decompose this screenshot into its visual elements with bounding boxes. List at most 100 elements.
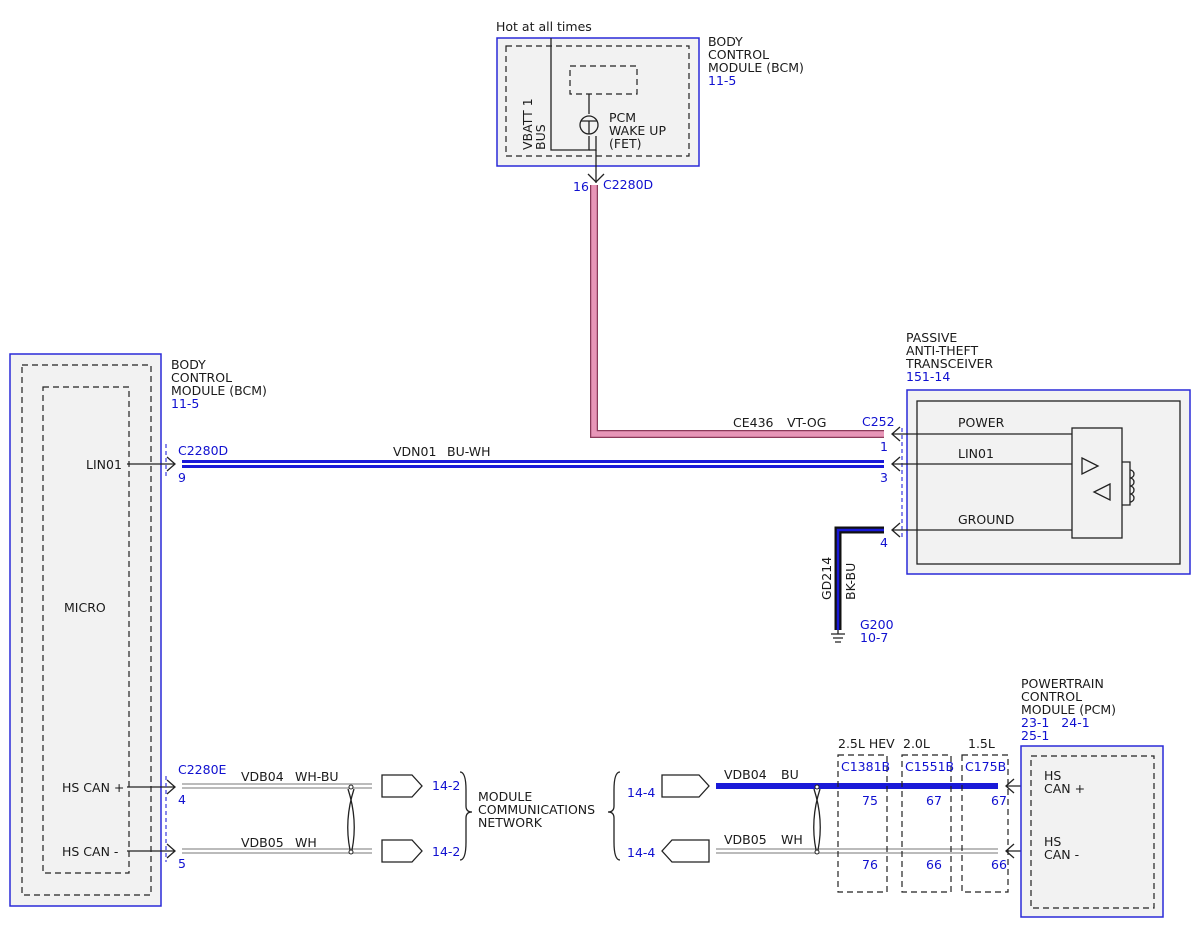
bcm-left-outer-dash <box>21 364 152 896</box>
svg-text:(FET): (FET) <box>609 136 641 151</box>
bcm-left-module <box>9 353 162 907</box>
supply-label: Hot at all times <box>496 19 592 34</box>
transceiver-ic <box>1071 427 1123 539</box>
pcm-variant-2-0l: 2.0L C1551B 67 66 <box>901 736 954 893</box>
vdn01-color: BU-WH <box>447 444 491 459</box>
svg-text:BUS: BUS <box>533 124 548 150</box>
wire-vdn01 <box>182 463 884 465</box>
pin16-arrow <box>587 173 605 183</box>
gd214-circuit: GD214 <box>819 557 834 600</box>
svg-text:CAN -: CAN - <box>1044 847 1079 862</box>
gd214-color: BK-BU <box>843 563 858 600</box>
bcm-can-connector: C2280E <box>178 762 227 777</box>
twisted-pair-right-icon <box>813 784 821 855</box>
vbatt-bus-label: VBATT 1 BUS <box>520 98 548 150</box>
svg-text:HS: HS <box>1044 834 1061 849</box>
transmit-triangle <box>1081 456 1100 476</box>
bcm-lin-pin: 9 <box>178 470 186 485</box>
pcm-module <box>1020 745 1164 918</box>
bcm-top-inner <box>505 45 690 157</box>
svg-text:ANTI-THEFT: ANTI-THEFT <box>906 343 978 358</box>
svg-text:MODULE (PCM): MODULE (PCM) <box>1021 702 1116 717</box>
ground-point: G200 <box>860 617 894 632</box>
hscan-plus-label: HS CAN + <box>62 780 124 795</box>
variant-engine: 2.0L <box>903 736 930 751</box>
wire-vdb05-left <box>182 850 372 852</box>
pcm-can-minus-arrow <box>1005 843 1015 859</box>
svg-text:COMMUNICATIONS: COMMUNICATIONS <box>478 802 595 817</box>
wire-gd214 <box>836 528 884 630</box>
pcm-title: POWERTRAIN CONTROL MODULE (PCM) 23-1 24-… <box>1021 676 1116 743</box>
bcm-top-pin: 16 <box>573 179 589 194</box>
svg-text:CONTROL: CONTROL <box>1021 689 1082 704</box>
variant-pin-plus: 67 <box>926 793 942 808</box>
pats-power-label: POWER <box>958 415 1005 430</box>
lin01-pin-label: LIN01 <box>86 457 122 472</box>
fet-symbol <box>579 115 599 135</box>
svg-text:PCM: PCM <box>609 110 636 125</box>
micro-label: MICRO <box>64 600 106 615</box>
vdb04-right-circuit: VDB04 <box>724 767 767 782</box>
receive-triangle <box>1092 482 1111 502</box>
variant-pin-plus: 75 <box>862 793 878 808</box>
fet-control-box <box>569 65 638 95</box>
pcm-can-plus-arrow <box>1005 778 1015 794</box>
variant-engine: 1.5L <box>968 736 995 751</box>
bcm-top-connector: C2280D <box>603 177 653 192</box>
variant-engine: 2.5L HEV <box>838 736 895 751</box>
lin-pin-arrow <box>166 456 176 472</box>
svg-text:MODULE: MODULE <box>478 789 532 804</box>
bcm-can-minus-pin: 5 <box>178 856 186 871</box>
can-minus-left-connector-icon <box>381 839 423 863</box>
bcm-left-title: BODY CONTROL MODULE (BCM) 11-5 <box>171 357 267 411</box>
svg-text:WAKE UP: WAKE UP <box>609 123 666 138</box>
svg-text:HS: HS <box>1044 768 1061 783</box>
pcm-refs-1: 23-1 24-1 <box>1021 715 1090 730</box>
pats-ref: 151-14 <box>906 369 950 384</box>
bcm-left-ref: 11-5 <box>171 396 199 411</box>
vdb04-left-circuit: VDB04 <box>241 769 284 784</box>
bcm-top-ref: 11-5 <box>708 73 736 88</box>
can-plus-left-connector-icon <box>381 774 423 798</box>
svg-text:MODULE (BCM): MODULE (BCM) <box>171 383 267 398</box>
twisted-pair-left-icon <box>347 784 355 855</box>
pats-pin-3: 3 <box>880 470 888 485</box>
pats-lin01-label: LIN01 <box>958 446 994 461</box>
pcm-variant-1-5l: 1.5L C175B 67 66 <box>961 736 1009 893</box>
bcm-top-module <box>496 37 700 167</box>
variant-connector: C1381B <box>841 759 890 774</box>
pats-pin-1: 1 <box>880 439 888 454</box>
vbatt-bus-line <box>550 38 590 151</box>
micro-box <box>42 386 130 874</box>
variant-pin-minus: 66 <box>991 857 1007 872</box>
pcm-inner <box>1030 755 1155 909</box>
pats-pin-4: 4 <box>880 535 888 550</box>
svg-text:POWERTRAIN: POWERTRAIN <box>1021 676 1104 691</box>
vdb05-left-color: WH <box>295 835 317 850</box>
pats-inner <box>916 400 1181 565</box>
svg-text:PASSIVE: PASSIVE <box>906 330 957 345</box>
vdb04-left-ref: 14-2 <box>432 778 460 793</box>
ground-ref: 10-7 <box>860 630 888 645</box>
can-minus-right-connector-icon <box>661 839 710 863</box>
variant-pin-minus: 66 <box>926 857 942 872</box>
svg-text:CONTROL: CONTROL <box>171 370 232 385</box>
fet-label: PCM WAKE UP (FET) <box>609 110 666 151</box>
bcm-lin-connector: C2280D <box>178 443 228 458</box>
vdb05-right-color: WH <box>781 832 803 847</box>
variant-connector: C1551B <box>905 759 954 774</box>
wire-vdb04-left <box>182 785 372 787</box>
svg-text:TRANSCEIVER: TRANSCEIVER <box>905 356 993 371</box>
hscan-minus-label: HS CAN - <box>62 844 118 859</box>
vdb05-left-circuit: VDB05 <box>241 835 284 850</box>
variant-connector: C175B <box>965 759 1006 774</box>
svg-text:BODY: BODY <box>708 34 743 49</box>
svg-text:MODULE (BCM): MODULE (BCM) <box>708 60 804 75</box>
svg-text:BODY: BODY <box>171 357 206 372</box>
antenna-coil-icon <box>1129 469 1135 503</box>
can-plus-right-connector-icon <box>661 774 710 798</box>
vdb05-right-circuit: VDB05 <box>724 832 767 847</box>
pcm-refs-2: 25-1 <box>1021 728 1049 743</box>
variant-pin-plus: 67 <box>991 793 1007 808</box>
